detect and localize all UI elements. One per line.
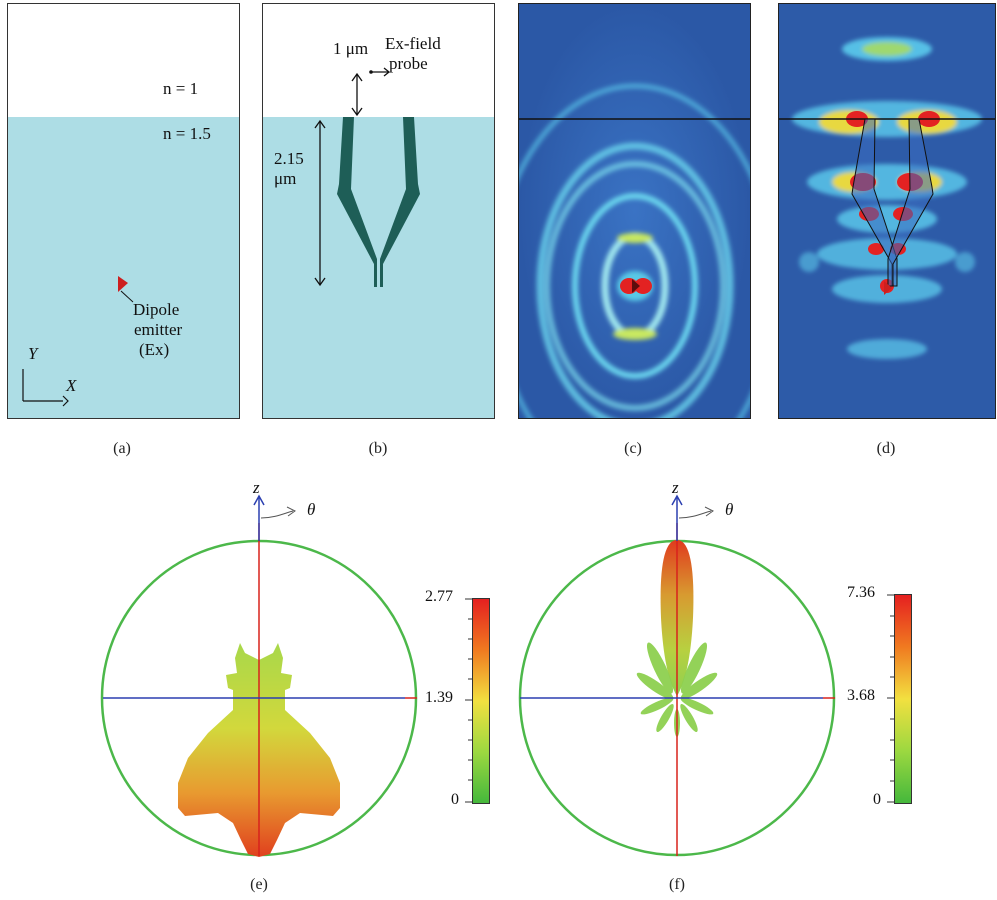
antenna-outline xyxy=(851,118,898,287)
axis-theta-label: θ xyxy=(307,500,316,519)
caption-d: (d) xyxy=(876,440,896,457)
panel-b-antenna-schematic: 1 μm Ex-field probe 2.15 μm xyxy=(262,3,495,419)
axis-x-label: X xyxy=(66,376,77,395)
emitter-label-3: (Ex) xyxy=(139,340,170,359)
colorbar-mid-e: 1.39 xyxy=(425,689,453,706)
axis-y-label: Y xyxy=(28,344,38,363)
caption-a: (a) xyxy=(113,440,131,457)
radiation-pattern-f xyxy=(518,494,836,857)
colorbar-e xyxy=(472,598,490,804)
substrate-index-label: n = 1.5 xyxy=(163,124,211,143)
panel-a-schematic: n = 1 n = 1.5 Dipole emitter (Ex) Y X xyxy=(7,3,240,419)
field-antenna-image xyxy=(779,4,995,418)
length-label-1: 2.15 xyxy=(274,149,304,168)
caption-e: (e) xyxy=(250,876,268,893)
field-rings-image xyxy=(519,4,750,418)
colorbar-mid-f: 3.68 xyxy=(847,687,875,704)
axis-z-label: z xyxy=(672,478,679,497)
colorbar-max-e: 2.77 xyxy=(425,588,453,605)
caption-b: (b) xyxy=(368,440,388,457)
emitter-label-1: Dipole xyxy=(133,300,180,319)
colorbar-f xyxy=(894,594,912,804)
emitter-label-2: emitter xyxy=(134,320,183,339)
distance-1um-label: 1 μm xyxy=(333,39,369,58)
probe-label-1: Ex-field xyxy=(385,34,441,53)
dipole-emitter-icon xyxy=(22,276,134,407)
probe-label-2: probe xyxy=(389,54,428,73)
colorbar-ticks-e xyxy=(465,598,472,803)
antenna-right-arm xyxy=(380,117,420,287)
antenna-drawing xyxy=(314,67,420,287)
panel-f-radiation-pattern: z θ 7.36 3.68 0 xyxy=(515,478,945,858)
air-index-label: n = 1 xyxy=(163,79,199,98)
substrate-region xyxy=(8,117,239,418)
panel-d-field-map xyxy=(778,3,996,419)
caption-c: (c) xyxy=(624,440,642,457)
colorbar-max-f: 7.36 xyxy=(847,584,875,601)
antenna-left-arm xyxy=(337,117,377,287)
caption-f: (f) xyxy=(669,876,685,893)
panel-e-radiation-pattern: z θ 2.77 1.39 0 xyxy=(95,478,505,858)
axis-theta-label: θ xyxy=(725,500,734,519)
length-label-2: μm xyxy=(274,169,297,188)
colorbar-min-e: 0 xyxy=(451,791,459,808)
near-field-hotspot-right xyxy=(634,278,652,294)
substrate-region xyxy=(263,117,494,418)
radiation-pattern-e xyxy=(100,494,418,857)
panel-c-field-map xyxy=(518,3,751,419)
colorbar-ticks-f xyxy=(887,594,894,803)
axis-z-label: z xyxy=(253,478,260,497)
colorbar-min-f: 0 xyxy=(873,791,881,808)
